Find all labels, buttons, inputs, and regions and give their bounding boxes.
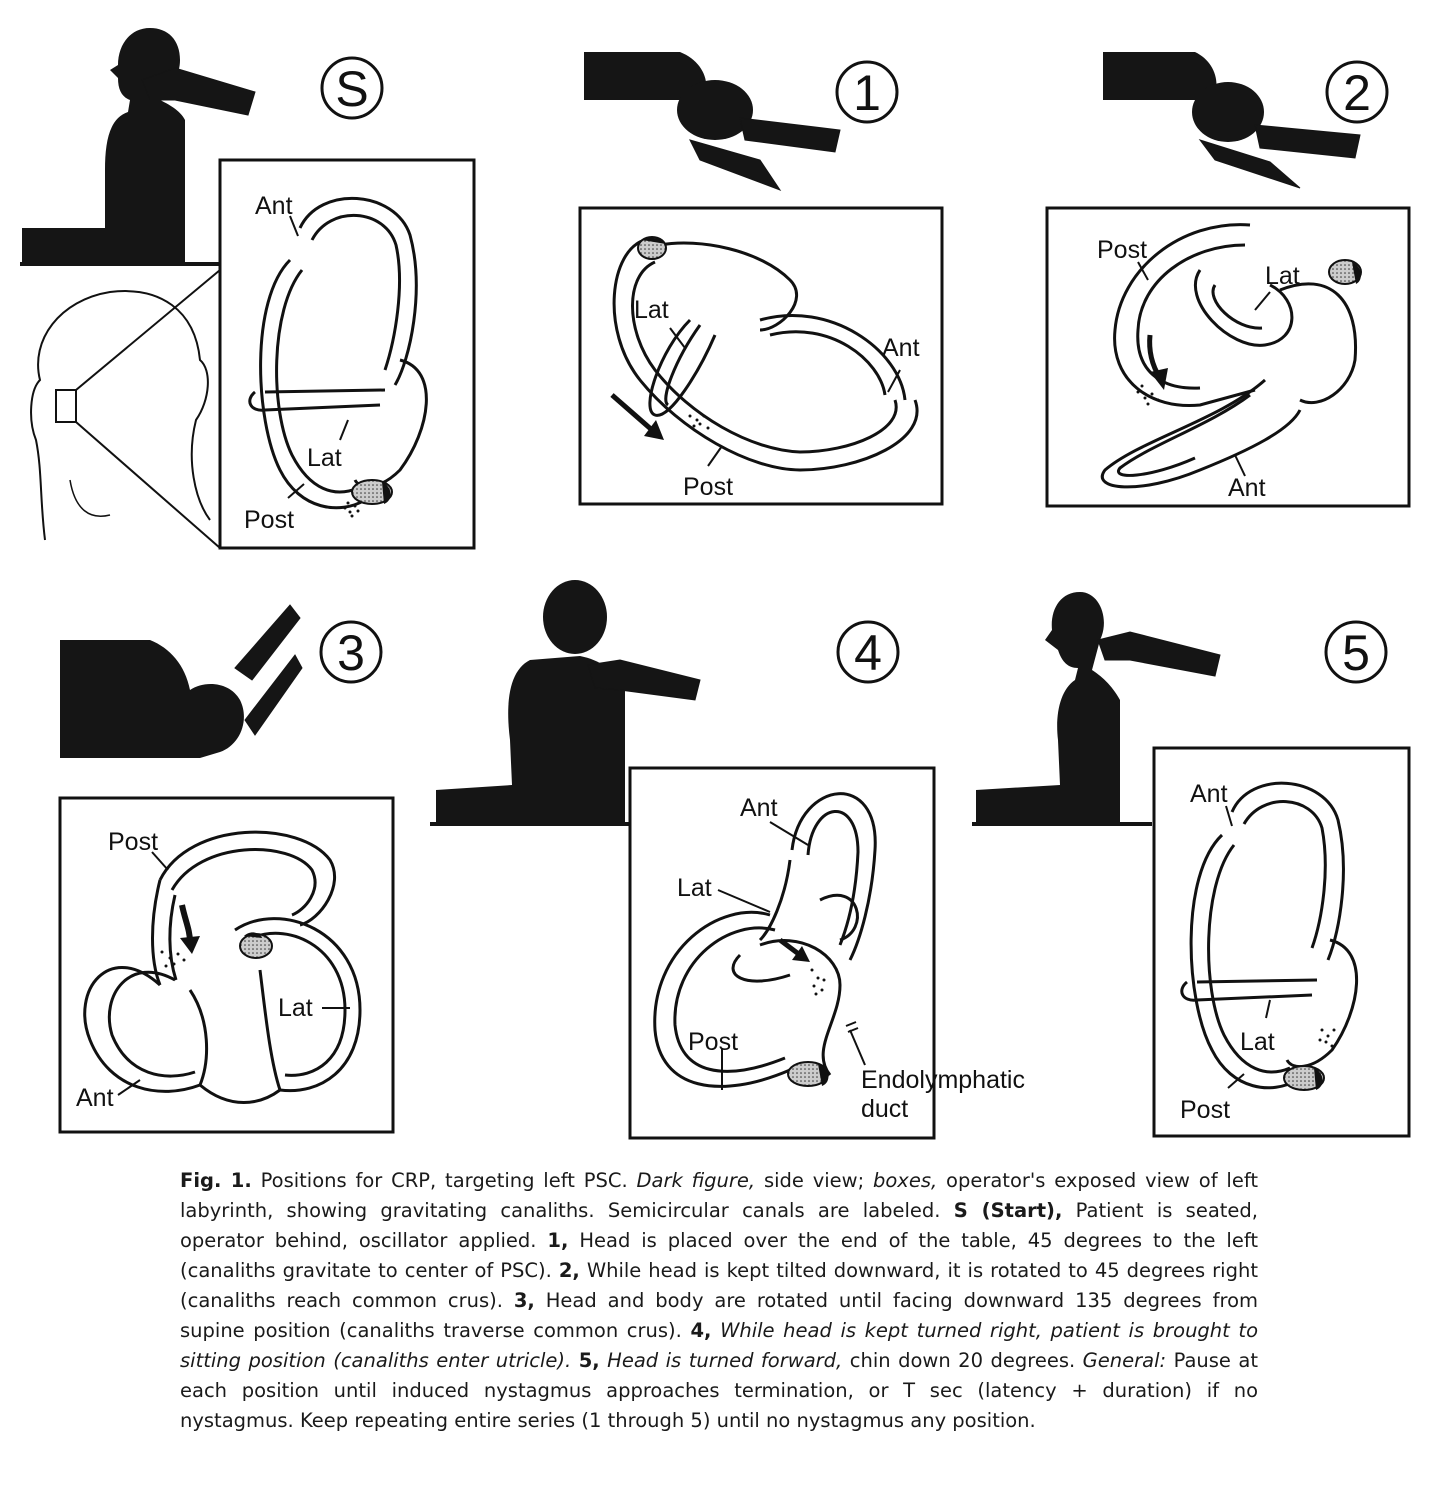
caption-step-start: S (Start), — [953, 1199, 1063, 1222]
labyrinth-1: Lat Ant Post — [610, 236, 920, 501]
seated-patient-silhouette — [20, 28, 220, 266]
labyrinth-3: Post Lat Ant — [76, 828, 362, 1112]
caption-text: Pause at each position until induced nys… — [180, 1349, 1259, 1432]
panel-1: Lat Ant Post 1 — [578, 52, 944, 506]
marker-circle-3 — [319, 620, 383, 684]
label-post: Post — [683, 473, 733, 501]
caption-text: Head is placed over the end of the table… — [180, 1229, 1258, 1282]
caption-italic: General: — [1082, 1349, 1167, 1372]
label-lat: Lat — [677, 874, 712, 902]
labyrinth-4: Ant Lat Post Endolymphatic duct — [653, 792, 1025, 1123]
panel-4: Ant Lat Post Endolymphatic duct 4 — [430, 580, 1025, 1140]
label-lat: Lat — [1265, 262, 1300, 290]
supine-patient-head-right — [1103, 52, 1361, 189]
label-post: Post — [1097, 236, 1147, 264]
label-ant: Ant — [740, 794, 778, 822]
supine-patient-head-left — [584, 52, 841, 192]
panel-5: Ant Lat Post 5 — [972, 592, 1411, 1138]
marker-3: 3 — [337, 625, 365, 681]
crp-figure: Ant Lat Post S — [20, 28, 1411, 1140]
label-post: Post — [108, 828, 158, 856]
caption-step-5: 5, — [578, 1349, 600, 1372]
panel-3: Post Lat Ant 3 — [58, 604, 395, 1134]
panel-start: Ant Lat Post S — [20, 28, 476, 550]
label-post: Post — [688, 1028, 738, 1056]
head-back-view — [30, 269, 221, 549]
label-lat: Lat — [307, 444, 342, 472]
canaliths — [1318, 1028, 1336, 1048]
labyrinth-box-2 — [1045, 206, 1411, 508]
caption-text: Head and body are rotated until facing d… — [180, 1289, 1258, 1342]
canaliths — [688, 414, 710, 430]
label-ant: Ant — [882, 334, 920, 362]
caption-text: While head is kept tilted downward, it i… — [180, 1259, 1258, 1312]
labyrinth-box-1 — [578, 206, 944, 506]
marker-1: 1 — [853, 65, 881, 121]
caption-step-2: 2, — [558, 1259, 580, 1282]
panel-2: Post Lat Ant 2 — [1045, 52, 1411, 508]
labyrinth-start: Ant Lat Post — [244, 192, 428, 534]
caption-step-3: 3, — [513, 1289, 535, 1312]
labyrinth-box-start — [218, 158, 476, 550]
canaliths — [160, 950, 186, 968]
marker-circle-4 — [836, 620, 900, 684]
caption-text: chin down 20 degrees. — [842, 1349, 1083, 1372]
canaliths — [343, 501, 360, 518]
marker-circle-start — [320, 56, 384, 120]
seated-patient-chin-down — [972, 592, 1221, 826]
labyrinth-5: Ant Lat Post — [1180, 780, 1359, 1124]
label-ant: Ant — [1228, 474, 1266, 502]
label-endolymphatic: Endolymphatic — [861, 1066, 1025, 1094]
marker-2: 2 — [1343, 65, 1371, 121]
caption-text: operator's exposed view of left labyrint… — [180, 1169, 1258, 1222]
caption-italic: While head is kept turned right, patient… — [180, 1319, 1258, 1372]
label-ant: Ant — [255, 192, 293, 220]
prone-patient-silhouette — [60, 604, 303, 758]
caption-fig-label: Fig. 1. — [180, 1169, 252, 1192]
marker-circle-5 — [1324, 620, 1388, 684]
seated-patient-turned-right — [430, 580, 701, 826]
caption-italic: Dark figure, — [636, 1169, 756, 1192]
caption-text: side view; — [755, 1169, 873, 1192]
label-duct: duct — [861, 1095, 908, 1123]
caption-step-4: 4, — [690, 1319, 712, 1342]
label-ant: Ant — [1190, 780, 1228, 808]
figure-caption: Fig. 1. Positions for CRP, targeting lef… — [180, 1166, 1258, 1436]
caption-italic: Head is turned forward, — [599, 1349, 843, 1372]
caption-italic: boxes, — [873, 1169, 938, 1192]
marker-start: S — [335, 61, 368, 117]
operator-hand — [141, 67, 256, 116]
label-lat: Lat — [1240, 1028, 1275, 1056]
label-ant: Ant — [76, 1084, 114, 1112]
marker-4: 4 — [854, 625, 882, 681]
canaliths — [810, 968, 826, 996]
marker-circle-2 — [1325, 60, 1389, 124]
labyrinth-2: Post Lat Ant — [1097, 223, 1362, 502]
caption-step-1: 1, — [547, 1229, 569, 1252]
label-lat: Lat — [634, 296, 669, 324]
label-lat: Lat — [278, 994, 313, 1022]
marker-circle-1 — [835, 60, 899, 124]
canaliths — [1136, 384, 1160, 406]
caption-text: Patient is seated, operator behind, osci… — [180, 1199, 1258, 1252]
label-post: Post — [1180, 1096, 1230, 1124]
marker-5: 5 — [1342, 625, 1370, 681]
caption-text: Positions for CRP, targeting left PSC. — [251, 1169, 637, 1192]
label-post: Post — [244, 506, 294, 534]
